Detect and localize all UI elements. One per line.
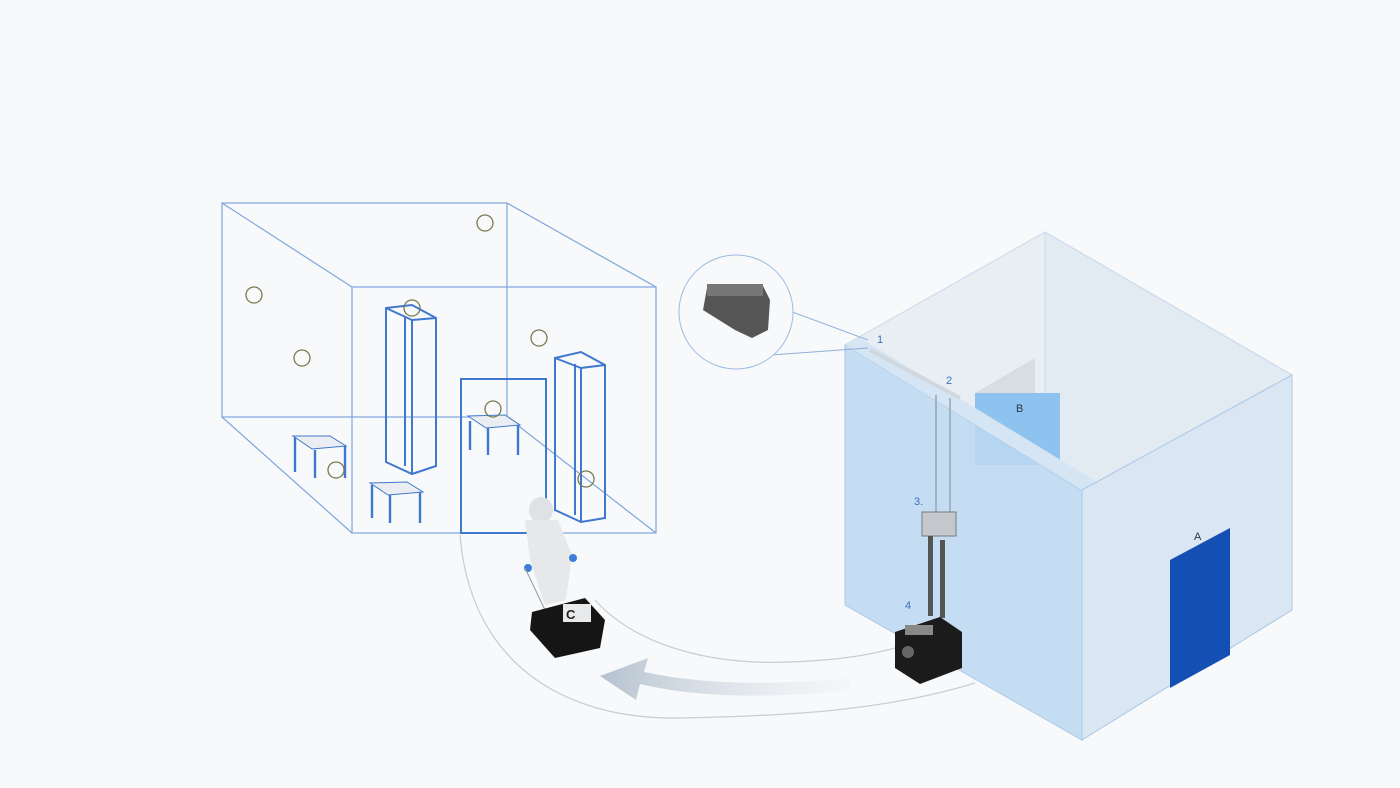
sampling-line [869,348,961,618]
return-arrow [600,658,850,700]
sample-points [245,214,595,488]
label-b: B [1016,403,1023,415]
label-2: 2 [946,375,952,387]
label-1: 1 [877,334,883,346]
wireframe-room [221,202,657,534]
transport-path [459,534,976,719]
device-brand-logo: C [566,607,576,622]
sensor-magnifier [678,254,869,370]
door-a [1170,528,1230,688]
room [844,231,1294,741]
label-a: A [1194,531,1202,543]
unit-3-box [921,511,957,537]
operator-with-device [524,497,605,658]
label-4: 4 [905,600,911,612]
sampler-device-4 [895,617,962,684]
label-3: 3. [914,496,923,508]
wireframe-furniture [291,303,606,534]
